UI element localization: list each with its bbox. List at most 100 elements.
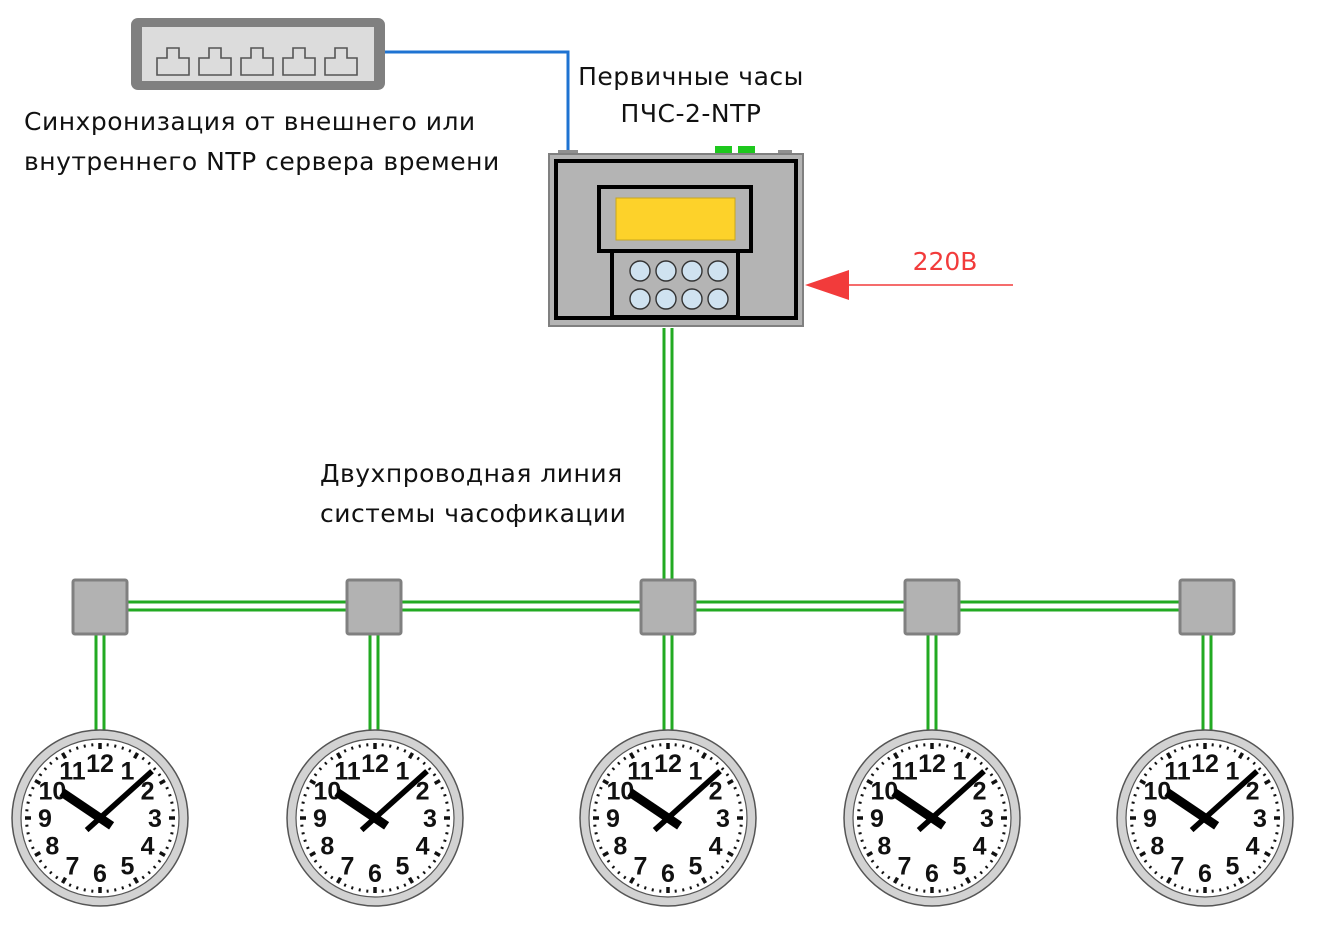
clock-tick — [427, 767, 432, 771]
clock-numeral: 9 — [1143, 805, 1157, 833]
clock-tick — [858, 831, 862, 835]
clock-tick — [596, 793, 600, 797]
clock-numeral: 2 — [416, 778, 430, 806]
clock-numeral: 10 — [870, 778, 898, 806]
minute-hand — [916, 769, 986, 833]
junction-box — [345, 578, 403, 636]
clock-tick — [1000, 839, 1004, 843]
ethernet-port-icon — [198, 47, 232, 76]
clock-tick — [147, 761, 151, 766]
clock-tick — [55, 756, 59, 761]
keypad-button — [629, 260, 651, 282]
clock-tick — [973, 756, 977, 761]
clock-tick — [964, 876, 972, 884]
clock-tick — [396, 886, 400, 890]
clock-tick — [396, 746, 400, 750]
clock-tick — [443, 839, 447, 843]
clock-tick — [1246, 756, 1250, 761]
clock-tick — [358, 744, 362, 748]
clock-tick — [31, 786, 35, 790]
keypad-button — [707, 260, 729, 282]
clock-numeral: 7 — [634, 853, 648, 881]
clock-tick — [1275, 801, 1279, 805]
clock-numeral: 2 — [709, 778, 723, 806]
minute-hand — [1189, 769, 1259, 833]
clock-numeral: 3 — [980, 805, 994, 833]
clock-tick — [403, 883, 407, 887]
clock-tick — [158, 778, 166, 786]
clock-tick — [75, 746, 79, 750]
clock-tick — [330, 756, 334, 761]
clock-tick — [973, 875, 977, 880]
clock-tick — [887, 875, 891, 880]
clock-tick — [689, 886, 693, 890]
clock-tick — [643, 746, 647, 750]
clock-tick — [388, 888, 392, 892]
clock-tick — [1252, 761, 1256, 766]
clock-tick — [989, 859, 994, 863]
clock-tick — [733, 846, 737, 850]
clock-tick — [343, 883, 347, 887]
clock-tick — [990, 850, 998, 858]
clock-numeral: 11 — [627, 757, 654, 785]
clock-numeral: 9 — [870, 805, 884, 833]
line-caption-line-1: Двухпроводная линия — [320, 459, 623, 488]
device-title-line-2: ПЧС-2-NTP — [621, 99, 762, 128]
clock-tick — [953, 746, 957, 750]
clock-tick — [636, 749, 640, 753]
clock-tick — [416, 875, 420, 880]
network-port-connector — [558, 150, 578, 155]
clock-tick — [309, 850, 317, 858]
clock-tick — [335, 752, 343, 760]
clock-tick — [733, 786, 737, 790]
clock-tick — [915, 888, 919, 892]
clock-tick — [1136, 846, 1140, 850]
clock-numeral: 12 — [918, 750, 946, 778]
clock-tick — [602, 778, 610, 786]
clock-tick — [132, 752, 140, 760]
clock-tick — [709, 875, 713, 880]
clock-tick — [55, 875, 59, 880]
clock-tick — [440, 846, 444, 850]
clock-tick — [1000, 793, 1004, 797]
clock-tick — [1180, 746, 1184, 750]
clock-tick — [984, 865, 989, 869]
clock-tick — [83, 744, 87, 748]
clock-tick — [611, 767, 616, 771]
clock-tick — [881, 870, 885, 875]
clock-tick — [945, 888, 949, 892]
clock-tick — [28, 839, 32, 843]
clock-tick — [997, 846, 1001, 850]
clock-tick — [147, 870, 151, 875]
clock-numeral: 10 — [38, 778, 66, 806]
clock-tick — [1237, 752, 1245, 760]
clock-tick — [696, 749, 700, 753]
switch-panel — [142, 27, 374, 81]
clock-tick — [1252, 870, 1256, 875]
clock-tick — [725, 773, 730, 777]
clock-tick — [900, 749, 904, 753]
clock-tick — [1154, 870, 1158, 875]
clock-numeral: 4 — [416, 833, 430, 861]
clock-tick — [1275, 831, 1279, 835]
clock-numeral: 12 — [654, 750, 682, 778]
clock-tick — [432, 859, 437, 863]
clock-tick — [738, 801, 742, 805]
clock-numeral: 9 — [38, 805, 52, 833]
clock-tick — [599, 846, 603, 850]
clock-tick — [979, 761, 983, 766]
clock-numeral: 4 — [141, 833, 155, 861]
clock-tick — [1002, 801, 1006, 805]
switch-ports — [156, 47, 358, 76]
clock-tick — [1263, 778, 1271, 786]
clock-tick — [1148, 767, 1153, 771]
clock-tick — [433, 778, 441, 786]
clock-tick — [623, 756, 627, 761]
clock-tick — [596, 839, 600, 843]
clock-tick — [858, 801, 862, 805]
clock-tick — [1143, 859, 1148, 863]
clock-tick — [34, 850, 42, 858]
switch-caption-line-2: внутреннего NTP сервера времени — [24, 147, 500, 176]
